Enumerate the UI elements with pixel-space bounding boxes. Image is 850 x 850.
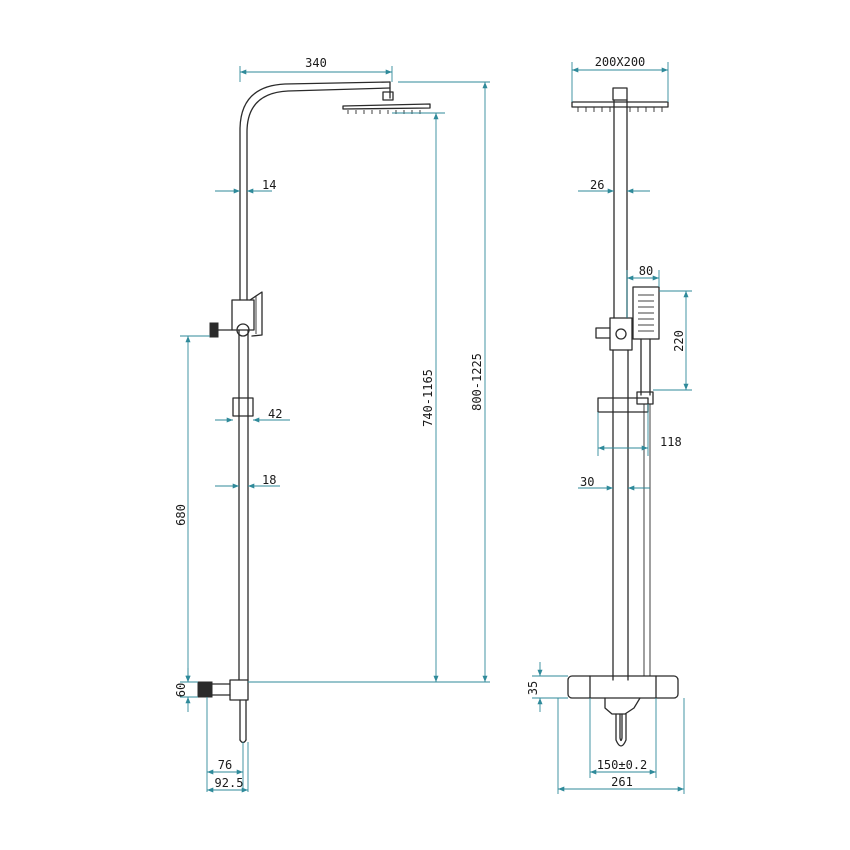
dim-inlet-centres: 150±0.2 [597,758,648,772]
dim-valve-width: 261 [611,775,633,789]
dim-holder-span: 118 [660,435,682,449]
front-handset [632,286,660,676]
front-view: 200X200 26 80 220 118 30 [526,55,692,794]
dim-holder-width: 42 [268,407,282,421]
dim-front-riser-width-upper: 26 [590,178,604,192]
dim-riser-width-upper: 14 [262,178,276,192]
dim-overall-height-range: 800-1225 [470,353,484,411]
front-valve [567,675,679,747]
side-valve-inlet [197,679,249,744]
side-diverter-and-handset [209,291,263,338]
dim-handset-height: 220 [672,330,686,352]
dim-head-height-range: 740-1165 [421,369,435,427]
dim-arm-reach: 340 [305,56,327,70]
front-holder [597,397,649,413]
dim-inlet-depth: 76 [218,758,232,772]
dim-overall-depth: 92.5 [215,776,244,790]
side-riser-and-arm [232,81,391,681]
dim-front-riser-width-lower: 30 [580,475,594,489]
side-view: 340 14 42 18 680 60 [174,56,490,793]
dim-handset-width: 80 [639,264,653,278]
front-shower-head [571,87,669,112]
front-handset-spray-face [638,294,654,332]
front-head-nozzles [577,107,663,112]
side-shower-head [342,91,431,114]
dim-head-size: 200X200 [595,55,646,69]
front-riser [612,99,629,681]
dim-inlet-height: 60 [174,683,188,697]
dim-valve-to-holder-height: 680 [174,504,188,526]
front-diverter [595,317,633,351]
side-dimensions: 340 14 42 18 680 60 [174,56,490,793]
dim-riser-width-lower: 18 [262,473,276,487]
front-dimensions: 200X200 26 80 220 118 30 [526,55,692,794]
dim-valve-height: 35 [526,681,540,695]
